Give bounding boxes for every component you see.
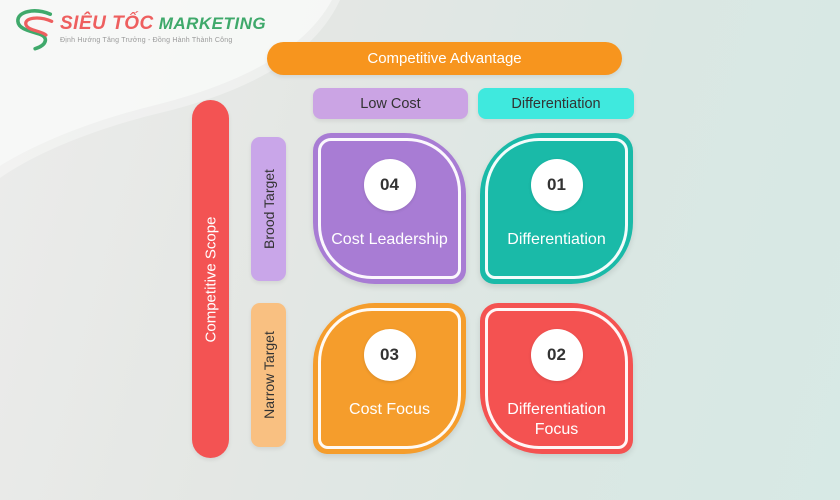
brand-name-primary: SIÊU TỐC (60, 13, 154, 34)
brand-name-secondary: MARKETING (158, 14, 267, 33)
left-axis-label: Competitive Scope (202, 216, 219, 342)
s-swoosh-icon (16, 9, 54, 51)
column-header-low-cost: Low Cost (313, 88, 468, 119)
quadrant-number: 03 (380, 345, 399, 364)
number-badge: 03 (363, 329, 416, 381)
left-axis-pill: Competitive Scope (192, 100, 229, 458)
top-axis-pill: Competitive Advantage (267, 42, 622, 75)
row-header-label: Narrow Target (260, 331, 277, 419)
quadrant-number: 04 (380, 175, 399, 194)
quadrant-cost-focus: 03 Cost Focus (313, 303, 466, 454)
number-badge: 04 (363, 159, 416, 211)
quadrant-label: Differentiation (507, 231, 606, 248)
quadrant-differentiation-focus: 02 Differentiation Focus (480, 303, 633, 454)
quadrant-differentiation: 01 Differentiation (480, 133, 633, 284)
row-header-narrow-target: Narrow Target (251, 303, 286, 447)
brand-logo: SIÊU TỐC MARKETING Định Hướng Tăng Trưởn… (10, 7, 266, 53)
row-header-label: Brood Target (260, 169, 277, 249)
quadrant-number: 01 (547, 175, 566, 194)
number-badge: 01 (530, 159, 583, 211)
quadrant-label: Cost Leadership (331, 231, 448, 248)
column-header-label: Differentiation (511, 95, 601, 112)
column-header-differentiation: Differentiation (478, 88, 634, 119)
quadrant-label: Differentiation Focus (507, 401, 606, 438)
quadrant-number: 02 (547, 345, 566, 364)
brand-tagline: Định Hướng Tăng Trưởng - Đồng Hành Thành… (60, 37, 233, 44)
number-badge: 02 (530, 329, 583, 381)
quadrant-label: Cost Focus (349, 401, 430, 418)
top-axis-label: Competitive Advantage (367, 50, 522, 67)
row-header-brood-target: Brood Target (251, 137, 286, 281)
quadrant-cost-leadership: 04 Cost Leadership (313, 133, 466, 284)
brand-name: SIÊU TỐC MARKETING (60, 13, 266, 35)
column-header-label: Low Cost (360, 95, 421, 112)
